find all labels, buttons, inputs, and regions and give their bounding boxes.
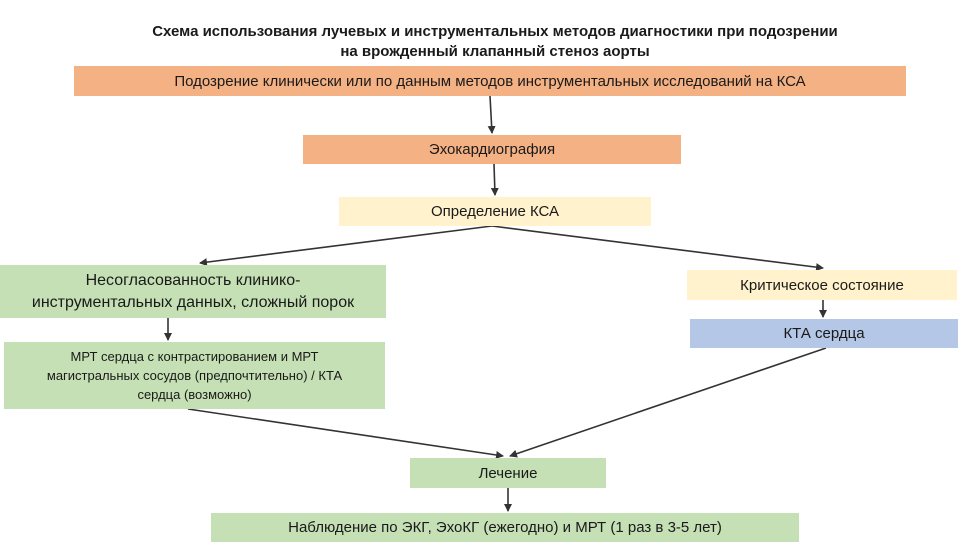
node-observation: Наблюдение по ЭКГ, ЭхоКГ (ежегодно) и МР… xyxy=(211,513,799,542)
node-kta-heart-label: КТА сердца xyxy=(783,325,865,342)
node-data-mismatch-line1: Несогласованность клинико- xyxy=(85,271,301,289)
node-mrt-heart-label: МРТ сердца с контрастированием и МРТ маг… xyxy=(47,347,342,404)
node-treatment: Лечение xyxy=(410,458,606,488)
node-mrt-heart-line2: магистральных сосудов (предпочтительно) … xyxy=(46,368,343,383)
node-suspicion-label: Подозрение клинически или по данным мето… xyxy=(174,72,806,90)
arrow-ksa-to-critical xyxy=(491,225,824,272)
node-mrt-heart: МРТ сердца с контрастированием и МРТ маг… xyxy=(4,342,385,409)
diagram-title: Схема использования лучевых и инструмент… xyxy=(100,22,890,62)
node-echocardiography-label: Эхокардиография xyxy=(428,141,556,158)
diagram-title-line2: на врожденный клапанный стеноз аорты xyxy=(340,43,650,60)
node-treatment-label: Лечение xyxy=(478,464,538,482)
node-suspicion: Подозрение клинически или по данным мето… xyxy=(74,66,906,96)
node-echocardiography: Эхокардиография xyxy=(303,135,681,164)
diagram-title-line1: Схема использования лучевых и инструмент… xyxy=(152,23,838,40)
arrow-ksa-to-mismatch xyxy=(199,225,493,267)
node-data-mismatch-label: Несогласованность клинико- инструменталь… xyxy=(32,270,354,314)
node-mrt-heart-line1: МРТ сердца с контрастированием и МРТ xyxy=(70,349,319,364)
arrow-kta-to-treatment xyxy=(509,347,827,458)
node-observation-label: Наблюдение по ЭКГ, ЭхоКГ (ежегодно) и МР… xyxy=(288,519,722,536)
arrow-suspicion-to-echo xyxy=(487,95,496,134)
node-mrt-heart-line3: сердца (возможно) xyxy=(137,387,252,402)
node-data-mismatch: Несогласованность клинико- инструменталь… xyxy=(0,265,386,318)
arrow-mrt-to-treatment xyxy=(187,408,504,459)
node-kta-heart: КТА сердца xyxy=(690,319,958,348)
node-data-mismatch-line2: инструментальных данных, сложный порок xyxy=(31,293,355,311)
node-critical-state: Критическое состояние xyxy=(687,270,957,300)
node-ksa-determination: Определение КСА xyxy=(339,197,651,226)
arrow-echo-to-ksa xyxy=(490,163,499,196)
node-critical-state-label: Критическое состояние xyxy=(740,276,904,294)
node-ksa-determination-label: Определение КСА xyxy=(430,203,560,220)
